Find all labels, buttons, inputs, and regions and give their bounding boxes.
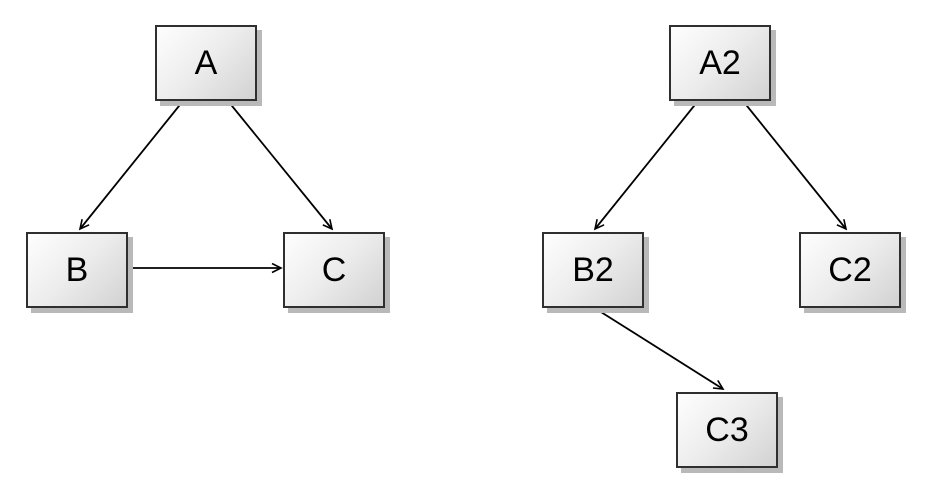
node-a2-label: A2 bbox=[699, 44, 741, 82]
node-c3-label: C3 bbox=[705, 411, 749, 449]
node-b: B bbox=[26, 232, 128, 308]
node-b2-label: B2 bbox=[572, 251, 614, 289]
edge-a2-to-b2 bbox=[595, 100, 699, 229]
node-c2: C2 bbox=[799, 232, 901, 308]
node-a: A bbox=[155, 25, 257, 101]
edge-b2-to-c3 bbox=[592, 306, 723, 389]
node-b2: B2 bbox=[542, 232, 644, 308]
edge-a2-to-c2 bbox=[742, 100, 846, 229]
node-b-label: B bbox=[65, 251, 89, 289]
edge-a-to-c bbox=[227, 100, 332, 229]
node-a2: A2 bbox=[669, 25, 771, 101]
node-a-label: A bbox=[194, 44, 218, 82]
edge-a-to-b bbox=[80, 100, 184, 229]
node-c: C bbox=[283, 232, 385, 308]
node-c3: C3 bbox=[676, 392, 778, 468]
node-c-label: C bbox=[321, 251, 347, 289]
node-c2-label: C2 bbox=[828, 251, 872, 289]
